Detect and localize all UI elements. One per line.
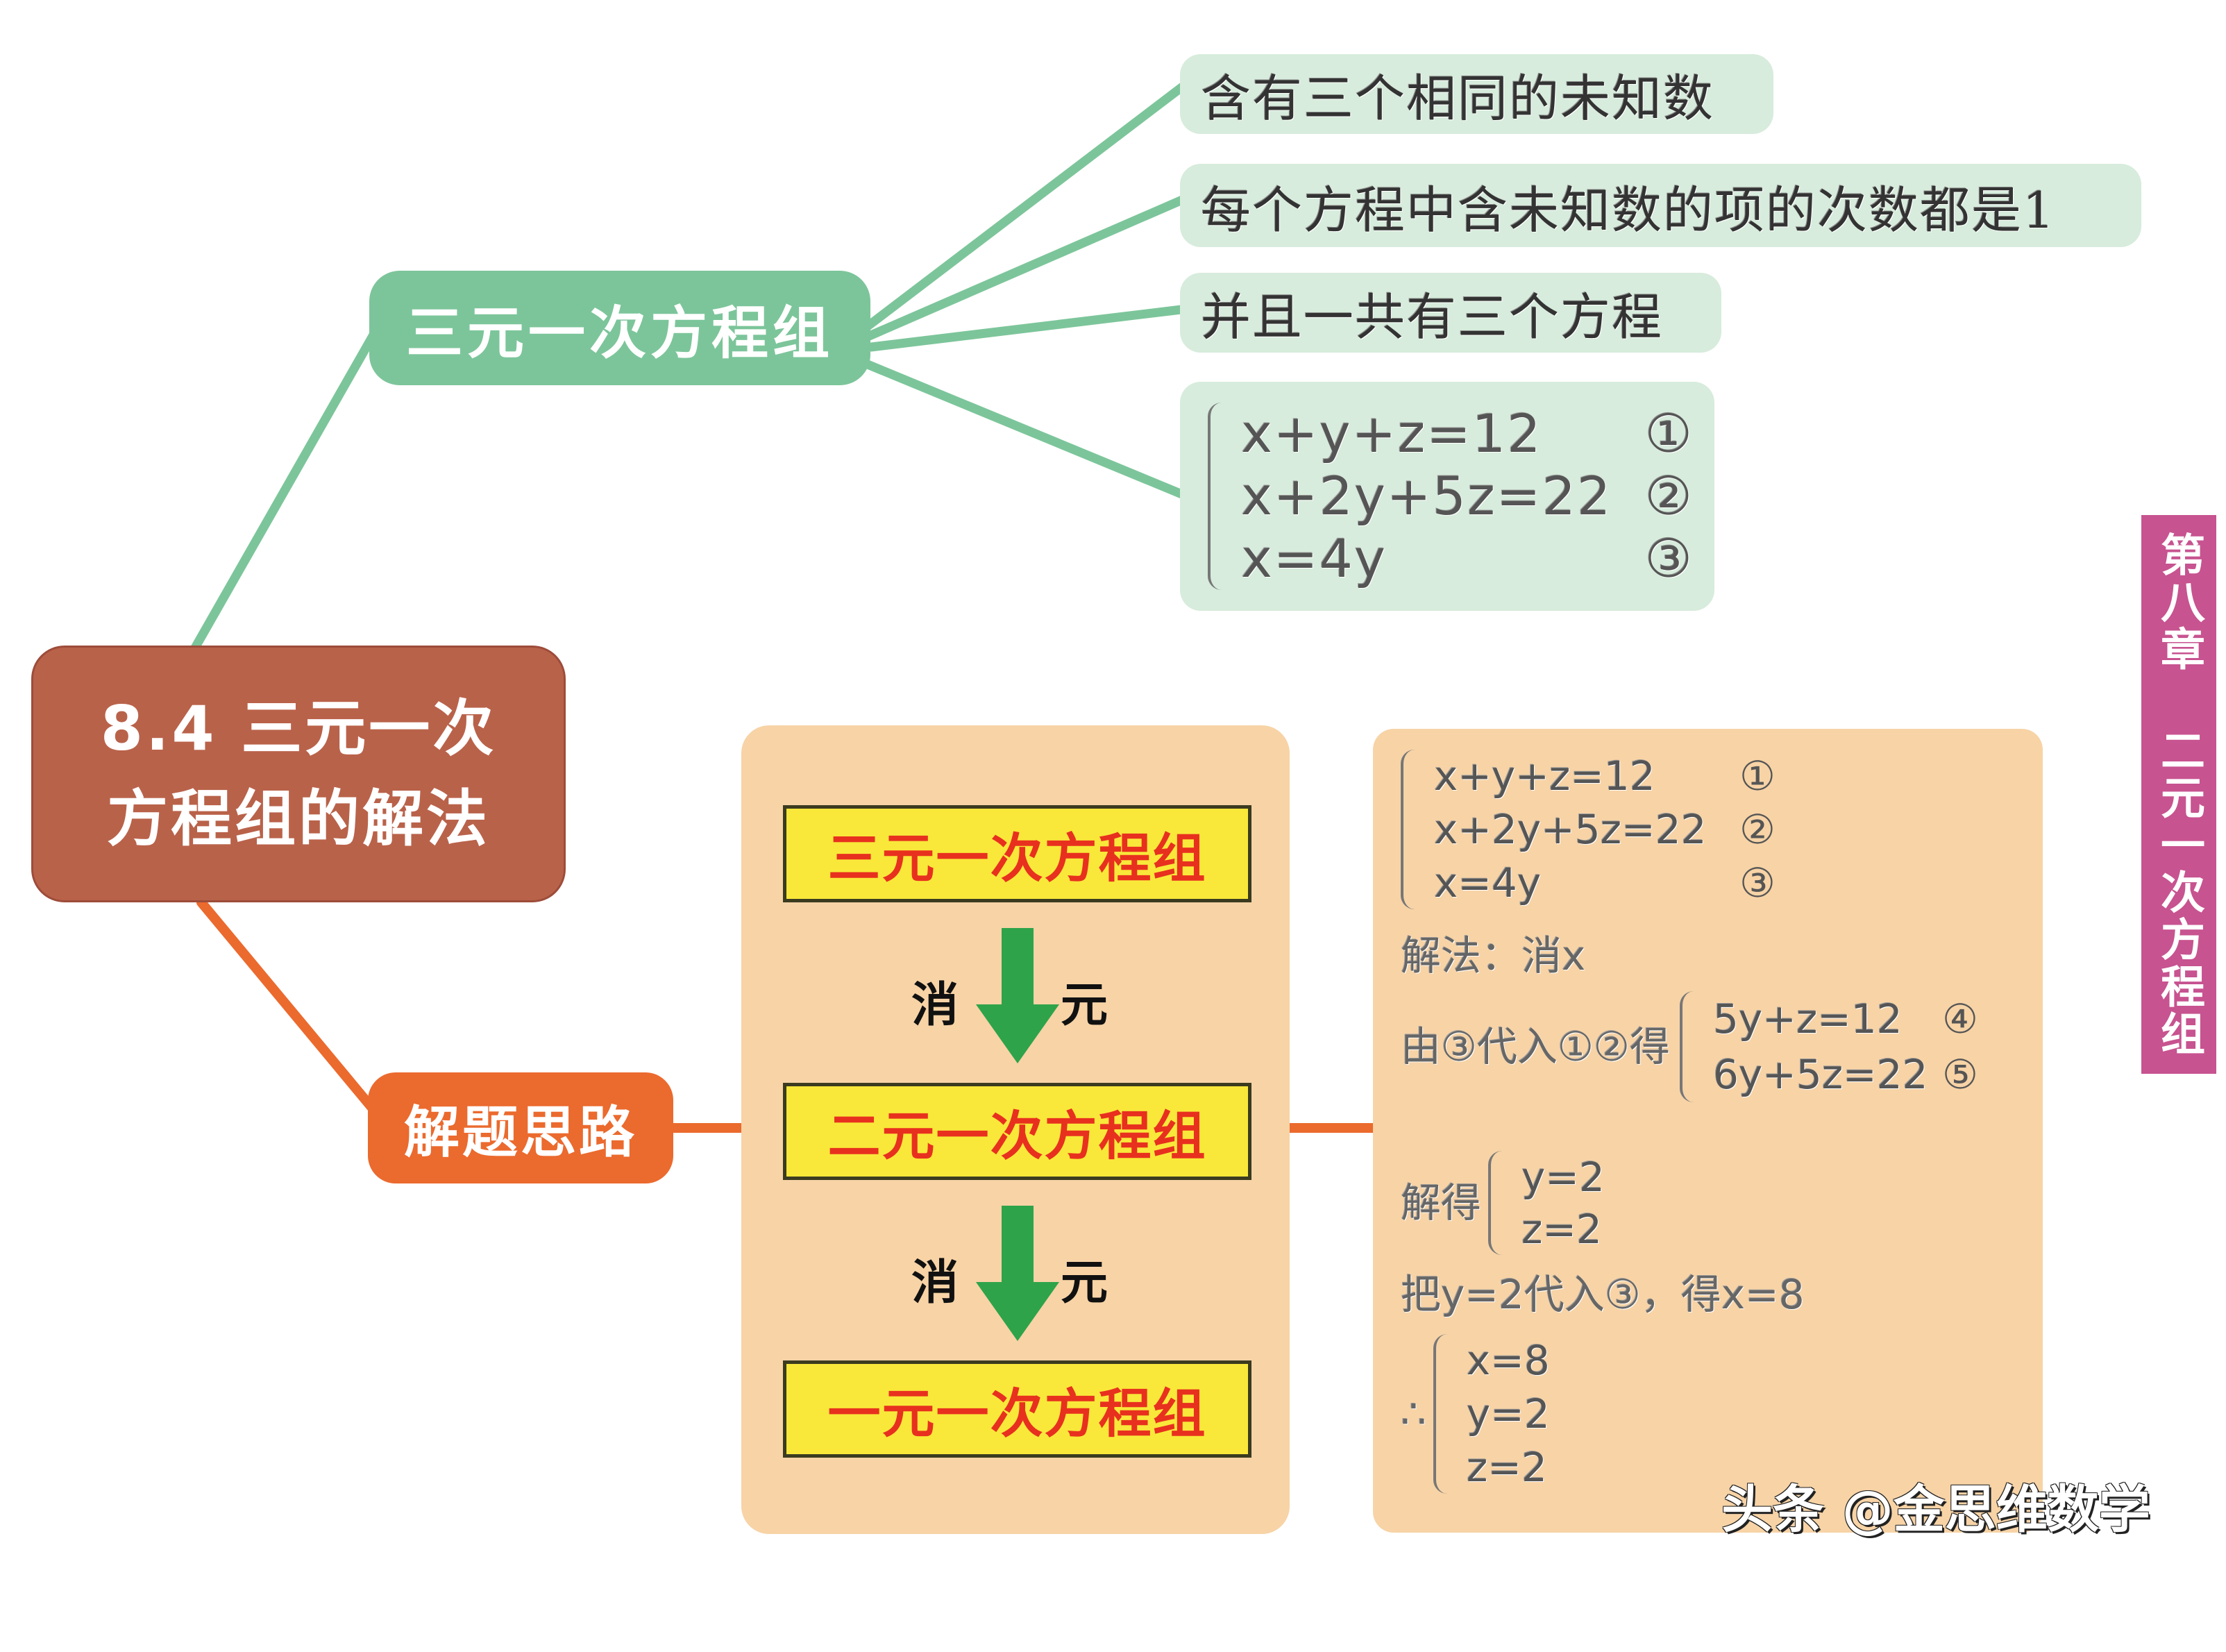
brace-icon	[1680, 991, 1703, 1102]
root-title-line1: 8.4 三元一次	[100, 693, 497, 764]
leaf-text: 并且一共有三个方程	[1201, 288, 1664, 346]
arrow-label-right: 元	[1061, 1256, 1108, 1310]
branch-definition[interactable]: 三元一次方程组	[369, 271, 870, 385]
brace-icon	[1401, 750, 1424, 909]
arrow-label-left: 消	[911, 978, 959, 1033]
flow-step-two-var: 二元一次方程组	[783, 1083, 1251, 1180]
substitution-text: 由③代入①②得	[1401, 1023, 1670, 1070]
solve-text: 解得	[1401, 1179, 1482, 1227]
connector-lines	[189, 78, 1379, 1133]
flow-step-label: 二元一次方程组	[827, 1105, 1207, 1167]
leaf-three-unknowns[interactable]: 含有三个相同的未知数	[1180, 54, 1773, 134]
equation-tag: ②	[1739, 805, 1776, 853]
flow-step-label: 一元一次方程组	[827, 1383, 1207, 1444]
arrow-label-left: 消	[911, 1256, 959, 1310]
original-system: x+y+z=12 ① x+2y+5z=22 ② x=4y ③	[1401, 750, 1776, 909]
equation: z=2	[1466, 1443, 1547, 1491]
equation-tag: ③	[1739, 859, 1776, 907]
method-text: 解法：消x	[1401, 932, 1586, 979]
flow-step-one-var: 一元一次方程组	[783, 1360, 1251, 1458]
down-arrow-icon	[1002, 928, 1034, 1011]
leaf-example-system[interactable]: x+y+z=12 ① x+2y+5z=22 ② x=4y ③	[1180, 382, 1714, 611]
root-title-line2: 方程组的解法	[106, 783, 490, 854]
equation-tag: ③	[1644, 528, 1694, 589]
equation-tag: ①	[1644, 403, 1694, 464]
equation-tag: ④	[1942, 995, 1978, 1043]
brace-icon	[1433, 1334, 1457, 1494]
flow-step-label: 三元一次方程组	[827, 827, 1207, 889]
down-arrow-head-icon	[976, 1004, 1059, 1063]
chapter-side-tab[interactable]: 第八章 二元一次方程组	[2141, 515, 2216, 1074]
equation: x+y+z=12	[1434, 752, 1655, 800]
leaf-text: 含有三个相同的未知数	[1201, 69, 1715, 128]
brace-icon	[1208, 403, 1231, 590]
equation: 5y+z=12	[1713, 995, 1903, 1043]
watermark: 头条 @金思维数学	[1721, 1480, 2150, 1540]
equation: 6y+5z=22	[1713, 1051, 1928, 1098]
down-arrow-head-icon	[976, 1282, 1059, 1341]
equation: z=2	[1521, 1205, 1602, 1253]
chapter-side-tab-label: 第八章 二元一次方程组	[2153, 531, 2204, 1058]
branch-approach[interactable]: 解题思路	[368, 1072, 673, 1183]
equation: x+2y+5z=22	[1241, 465, 1612, 527]
flow-arrow: 消 元	[741, 928, 1290, 1067]
reduced-system: 5y+z=12 ④ 6y+5z=22 ⑤	[1680, 991, 1978, 1102]
equation: x+2y+5z=22	[1434, 805, 1707, 853]
equation: y=2	[1466, 1390, 1550, 1438]
leaf-text: 每个方程中含未知数的项的次数都是1	[1201, 180, 2056, 239]
brace-icon	[1488, 1151, 1512, 1255]
down-arrow-icon	[1002, 1206, 1034, 1289]
equation: x=4y	[1434, 859, 1542, 907]
equation-tag: ①	[1739, 752, 1776, 800]
leaf-three-equations[interactable]: 并且一共有三个方程	[1180, 273, 1721, 353]
equation: x=4y	[1241, 528, 1387, 589]
arrow-label-right: 元	[1061, 978, 1108, 1033]
root-node[interactable]: 8.4 三元一次 方程组的解法	[31, 646, 566, 902]
flow-step-three-var: 三元一次方程组	[783, 805, 1251, 902]
equation-tag: ②	[1644, 465, 1694, 527]
final-solution: x=8 y=2 z=2	[1433, 1334, 1550, 1494]
back-substitution-text: 把y=2代入③，得x=8	[1401, 1271, 1805, 1318]
equation: y=2	[1521, 1153, 1605, 1201]
equation: x+y+z=12	[1241, 403, 1542, 464]
flow-arrow: 消 元	[741, 1206, 1290, 1345]
equation-tag: ⑤	[1942, 1051, 1978, 1098]
equation: x=8	[1466, 1337, 1550, 1385]
partial-solution: y=2 z=2	[1488, 1151, 1605, 1255]
worked-solution-panel: x+y+z=12 ① x+2y+5z=22 ② x=4y ③ 解法：消x 由③代入①②…	[1373, 729, 2043, 1533]
leaf-degree-one[interactable]: 每个方程中含未知数的项的次数都是1	[1180, 164, 2141, 247]
branch-definition-label: 三元一次方程组	[405, 301, 834, 366]
elimination-flow-panel: 三元一次方程组 消 元 二元一次方程组 消 元 一元一次方程组	[741, 725, 1290, 1534]
branch-approach-label: 解题思路	[404, 1100, 637, 1165]
therefore-symbol: ∴	[1401, 1390, 1426, 1438]
